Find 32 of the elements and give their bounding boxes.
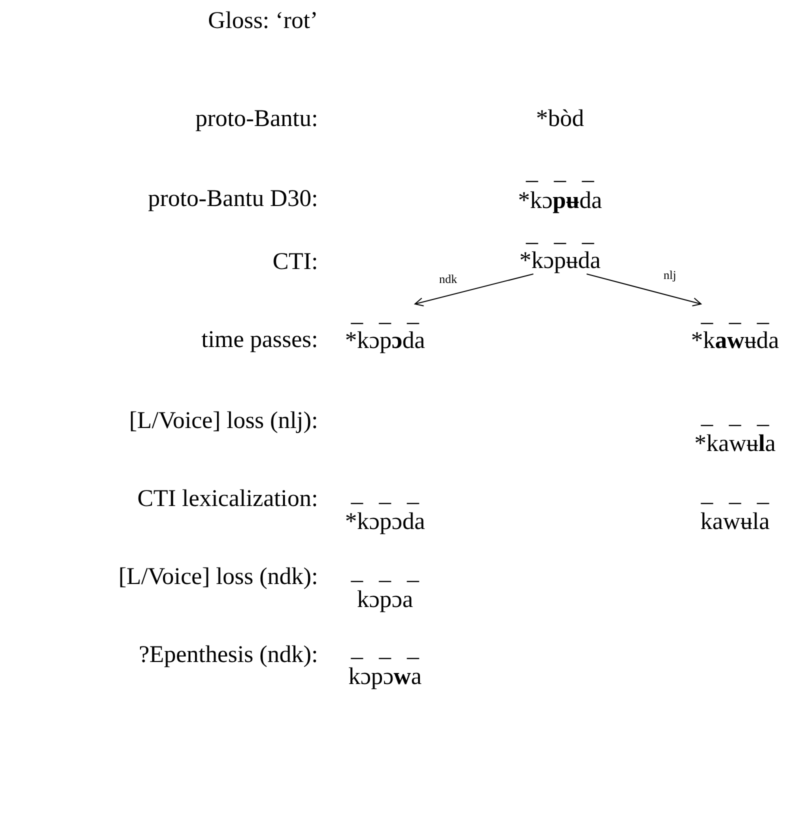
word-form: *kɔpɔda [345, 327, 425, 356]
step-label: ?Epenthesis (ndk): [138, 641, 318, 670]
arrow [586, 274, 702, 306]
step-label: CTI: [272, 248, 318, 277]
tone-marks: _ _ _ [351, 482, 419, 506]
word-form: kɔpɔwa [348, 663, 422, 692]
edge-label: nlj [664, 268, 676, 282]
word-form: kawʉla [700, 508, 770, 537]
edge-label: ndk [439, 272, 458, 286]
word-form: *kɔpɔda [345, 508, 425, 537]
word-form: *bòd [536, 105, 584, 134]
tone-marks: _ _ _ [351, 560, 419, 584]
step-label: [L/Voice] loss (nlj): [129, 407, 318, 436]
word-form: *kawʉda [691, 327, 779, 356]
word-form: *kɔpʉda [519, 247, 601, 276]
tone-marks: _ _ _ [351, 302, 419, 326]
step-label: [L/Voice] loss (ndk): [118, 563, 318, 592]
word-form: *kɔpʉda [518, 187, 602, 216]
step-label: proto-Bantu: [195, 105, 318, 134]
tone-marks: _ _ _ [351, 637, 419, 661]
tone-marks: _ _ _ [526, 160, 594, 184]
word-form: kɔpɔa [357, 586, 413, 615]
step-label: Gloss: ‘rot’ [208, 7, 318, 36]
tone-marks: _ _ _ [701, 404, 769, 428]
tone-marks: _ _ _ [701, 302, 769, 326]
tone-marks: _ _ _ [526, 222, 594, 246]
step-label: time passes: [201, 326, 318, 355]
arrow [414, 274, 534, 306]
tone-marks: _ _ _ [701, 482, 769, 506]
word-form: *kawʉla [694, 430, 776, 459]
step-label: CTI lexicalization: [137, 485, 318, 514]
step-label: proto-Bantu D30: [148, 185, 318, 214]
